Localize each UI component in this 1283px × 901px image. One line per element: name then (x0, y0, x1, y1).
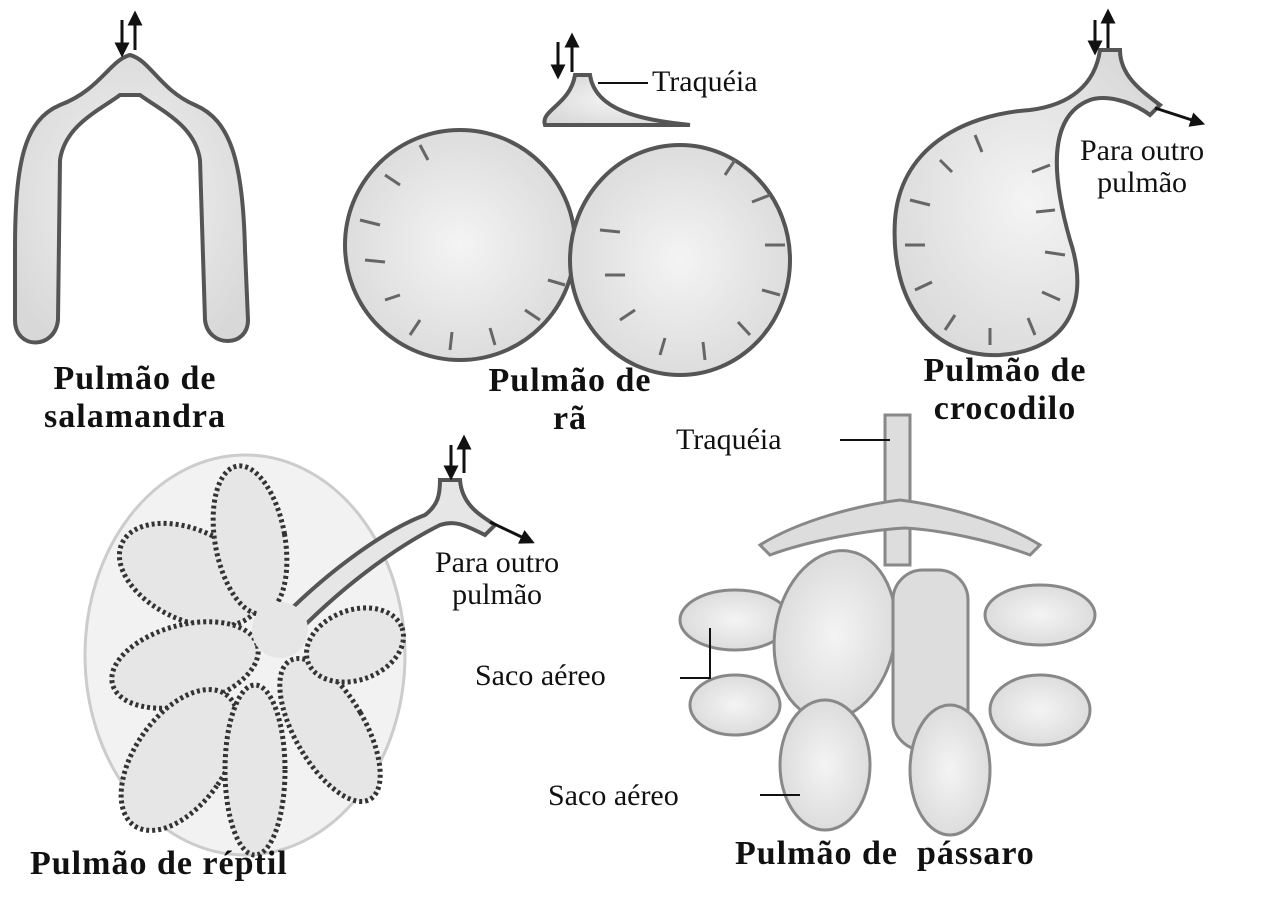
bird-trachea-label: Traquéia (676, 424, 782, 456)
bird-caption: Pulmão de pássaro (735, 835, 1035, 873)
reptile-lung (85, 455, 495, 855)
salamander-caption: Pulmão de salamandra (25, 360, 245, 436)
salamander-lung (15, 55, 248, 343)
frog-caption-line1: Pulmão de (455, 362, 685, 400)
frog-trachea-label: Traquéia (652, 66, 758, 98)
reptile-other-lung-line1: Para outro (435, 547, 559, 579)
frog-airflow-arrows (558, 40, 648, 83)
crocodile-caption-line1: Pulmão de (900, 352, 1110, 390)
crocodile-lung (895, 50, 1160, 355)
crocodile-other-lung-line1: Para outro (1080, 135, 1204, 167)
crocodile-caption: Pulmão de crocodilo (900, 352, 1110, 428)
reptile-caption: Pulmão de réptil (30, 845, 288, 883)
crocodile-other-lung-line2: pulmão (1080, 167, 1204, 199)
reptile-other-lung-label: Para outro pulmão (435, 547, 559, 611)
bird-air-sac-label-2: Saco aéreo (548, 780, 679, 812)
salamander-caption-line1: Pulmão de (25, 360, 245, 398)
frog-caption-line2: rã (455, 400, 685, 438)
bird-air-sac-label-1: Saco aéreo (475, 660, 606, 692)
salamander-caption-line2: salamandra (25, 398, 245, 436)
bird-lung (680, 415, 1095, 835)
reptile-other-lung-line2: pulmão (435, 579, 559, 611)
crocodile-other-lung-label: Para outro pulmão (1080, 135, 1204, 199)
frog-caption: Pulmão de rã (455, 362, 685, 438)
salamander-airflow-arrows (122, 18, 135, 50)
crocodile-caption-line2: crocodilo (900, 390, 1110, 428)
